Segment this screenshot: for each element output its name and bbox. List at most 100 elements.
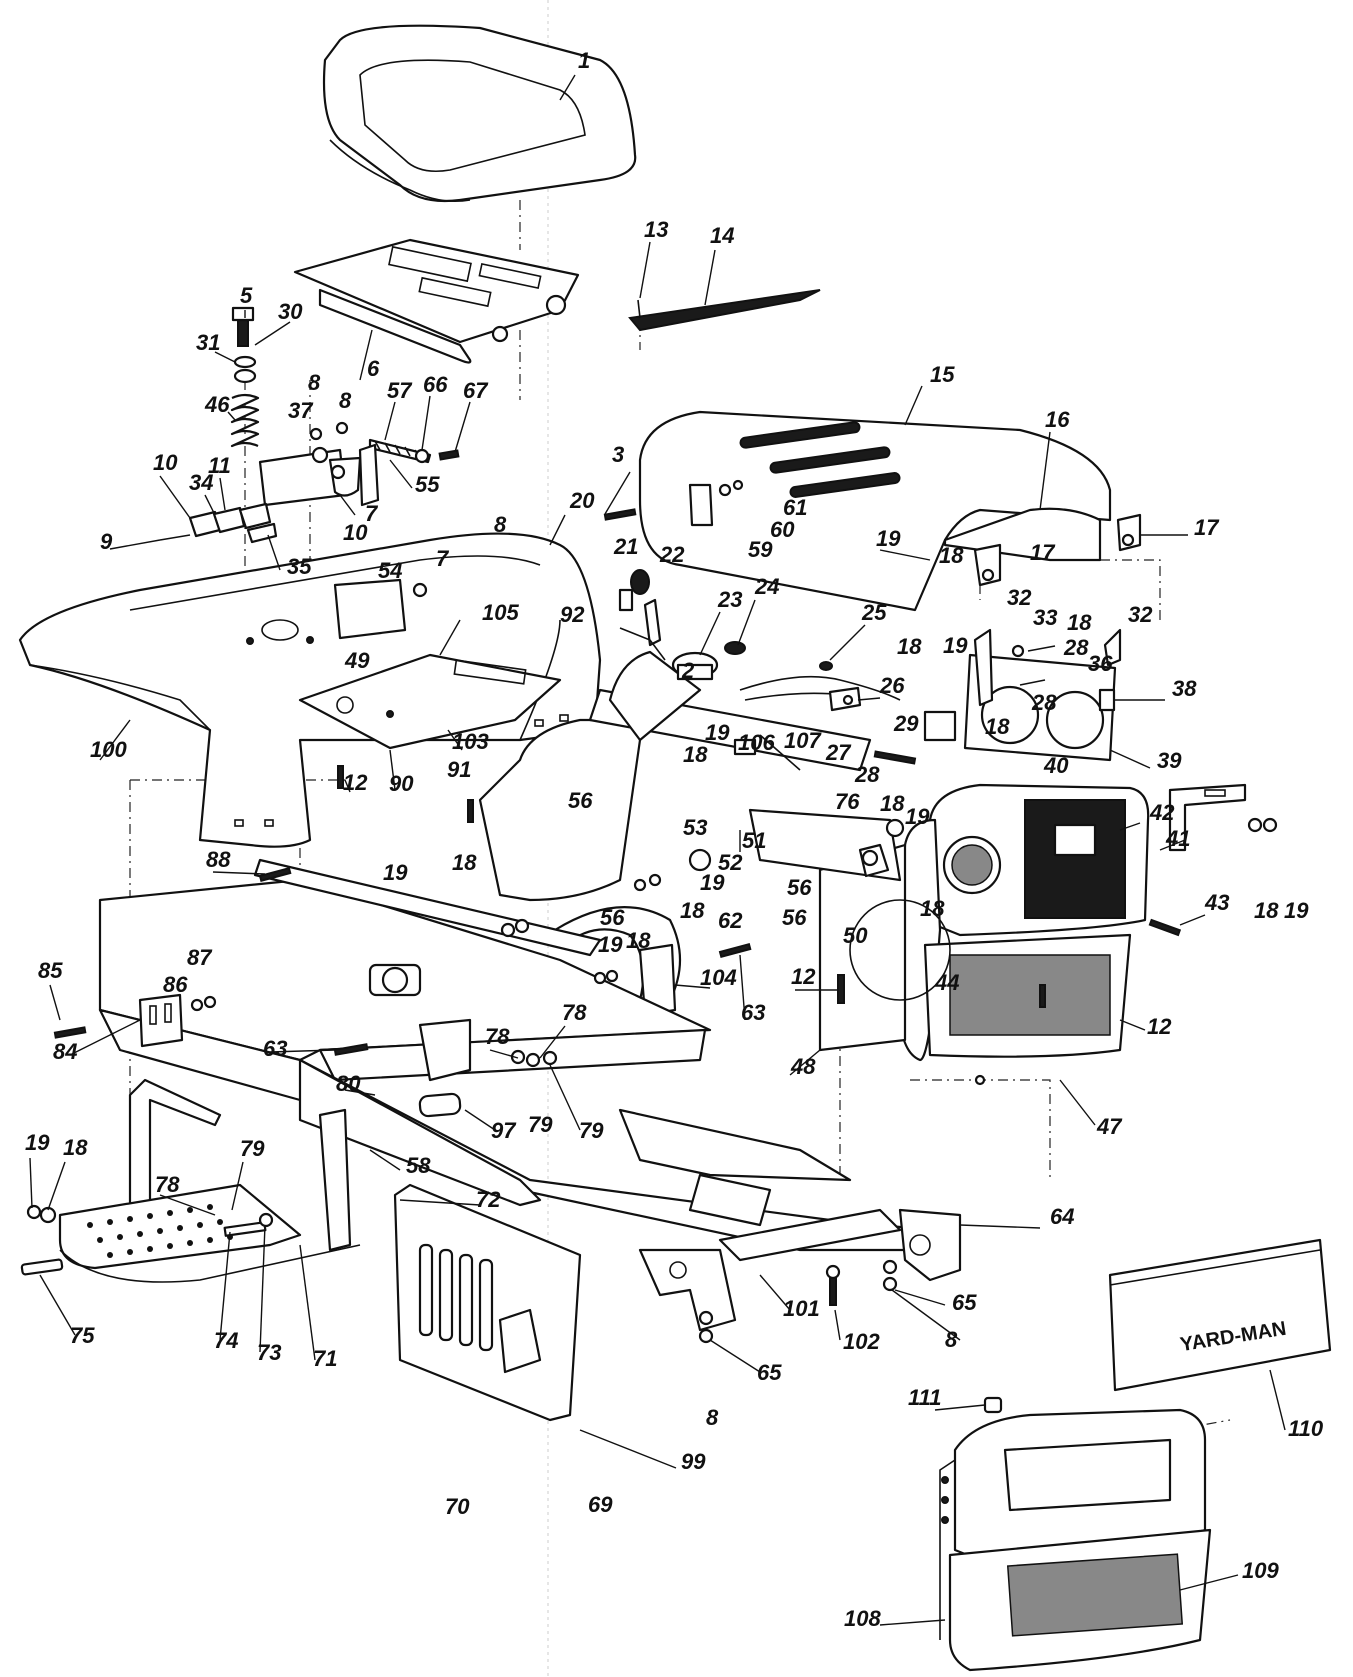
callout-28: 28 <box>854 762 880 787</box>
callout-18: 18 <box>1254 898 1279 923</box>
callout-54: 54 <box>378 558 402 583</box>
footrest <box>20 1078 361 1283</box>
leader-lines <box>29 74 1286 1626</box>
callout-84: 84 <box>53 1039 77 1064</box>
wheel-fender-bracket <box>553 906 682 1017</box>
callout-32: 32 <box>1128 602 1153 627</box>
callout-52: 52 <box>718 850 743 875</box>
callout-18: 18 <box>626 928 651 953</box>
callout-8: 8 <box>339 388 352 413</box>
callout-78: 78 <box>155 1172 180 1197</box>
callout-10: 10 <box>343 520 368 545</box>
callout-14: 14 <box>710 223 734 248</box>
grille-housing <box>898 783 1150 1062</box>
callout-102: 102 <box>843 1329 880 1354</box>
callout-56: 56 <box>787 875 812 900</box>
callout-108: 108 <box>844 1606 881 1631</box>
callout-8: 8 <box>706 1405 719 1430</box>
callout-73: 73 <box>257 1340 281 1365</box>
callout-92: 92 <box>560 602 585 627</box>
callout-40: 40 <box>1043 753 1069 778</box>
front-grille <box>939 1396 1212 1672</box>
callout-59: 59 <box>748 537 773 562</box>
callout-39: 39 <box>1157 748 1182 773</box>
callout-18: 18 <box>880 791 905 816</box>
callout-19: 19 <box>943 633 968 658</box>
callout-51: 51 <box>742 828 766 853</box>
rear-fender <box>18 532 602 848</box>
callout-62: 62 <box>718 908 743 933</box>
callout-30: 30 <box>278 299 303 324</box>
side-bracket <box>1168 783 1278 852</box>
callout-100: 100 <box>90 737 127 762</box>
callout-42: 42 <box>1149 800 1175 825</box>
seat-bracket-parts <box>258 421 460 507</box>
dash-controls <box>618 569 901 878</box>
callout-56: 56 <box>782 905 807 930</box>
callout-76: 76 <box>835 789 860 814</box>
callout-43: 43 <box>1204 890 1229 915</box>
callout-3: 3 <box>612 442 624 467</box>
callout-19: 19 <box>383 860 408 885</box>
callout-6: 6 <box>367 356 380 381</box>
callout-21: 21 <box>613 534 638 559</box>
small-clips <box>159 502 278 544</box>
callout-8: 8 <box>494 512 507 537</box>
side-skirt-panel <box>393 1183 582 1422</box>
callout-75: 75 <box>70 1323 95 1348</box>
seat <box>322 24 637 203</box>
callout-18: 18 <box>680 898 705 923</box>
hood <box>638 410 1112 612</box>
callout-78: 78 <box>562 1000 587 1025</box>
callout-35: 35 <box>287 554 312 579</box>
callout-80: 80 <box>336 1071 361 1096</box>
callout-16: 16 <box>1045 407 1070 432</box>
callout-63: 63 <box>741 1000 765 1025</box>
callout-8: 8 <box>308 370 321 395</box>
callout-19: 19 <box>905 804 930 829</box>
headlight-bracket <box>923 628 1122 762</box>
callout-55: 55 <box>415 472 440 497</box>
callout-65: 65 <box>757 1360 782 1385</box>
rear-name-plate: YARD-MAN <box>1108 1238 1332 1392</box>
callout-63: 63 <box>263 1036 287 1061</box>
callout-34: 34 <box>189 470 213 495</box>
callout-13: 13 <box>644 217 668 242</box>
callout-103: 103 <box>452 729 489 754</box>
callout-17: 17 <box>1030 540 1056 565</box>
callout-109: 109 <box>1242 1558 1279 1583</box>
callout-19: 19 <box>876 526 901 551</box>
callout-32: 32 <box>1007 585 1032 610</box>
callout-67: 67 <box>463 378 489 403</box>
callout-23: 23 <box>717 587 742 612</box>
hood-hinges <box>973 513 1142 587</box>
callout-2: 2 <box>681 658 695 683</box>
callout-19: 19 <box>598 932 623 957</box>
callout-46: 46 <box>204 392 230 417</box>
callout-19: 19 <box>1284 898 1309 923</box>
callout-88: 88 <box>206 847 231 872</box>
callout-18: 18 <box>939 543 964 568</box>
fasteners <box>53 508 1182 1344</box>
callout-29: 29 <box>893 711 919 736</box>
callout-36: 36 <box>1088 651 1113 676</box>
callout-78: 78 <box>485 1024 510 1049</box>
callout-66: 66 <box>423 372 448 397</box>
callout-18: 18 <box>897 634 922 659</box>
callout-111: 111 <box>908 1385 941 1410</box>
callout-58: 58 <box>406 1153 431 1178</box>
decal-strip <box>628 289 821 332</box>
callout-27: 27 <box>825 740 852 765</box>
callout-101: 101 <box>783 1296 820 1321</box>
callout-50: 50 <box>843 923 868 948</box>
callout-1: 1 <box>578 48 590 73</box>
callout-22: 22 <box>659 542 685 567</box>
callout-104: 104 <box>700 965 737 990</box>
callout-11: 11 <box>208 453 231 478</box>
callout-41: 41 <box>1165 826 1190 851</box>
callout-107: 107 <box>784 728 822 753</box>
callout-18: 18 <box>63 1135 88 1160</box>
callout-79: 79 <box>579 1118 604 1143</box>
